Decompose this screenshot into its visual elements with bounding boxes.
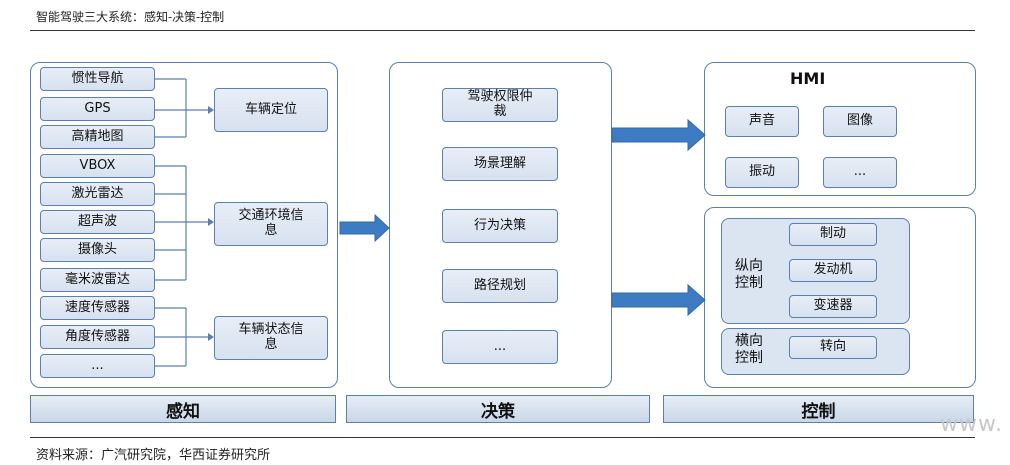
top-rule [30,30,975,31]
sensor-mmwave-radar: 毫米波雷达 [40,268,155,292]
sensor-speed: 速度传感器 [40,296,155,320]
decision-scene-understanding: 场景理解 [442,147,558,181]
decision-more: ... [442,330,558,364]
sensor-gps: GPS [40,97,155,121]
control-transmission: 变速器 [789,295,877,318]
label-control: 控制 [663,395,974,423]
label-perception: 感知 [30,395,336,423]
sensor-lidar: 激光雷达 [40,182,155,206]
output-vehicle-positioning: 车辆定位 [214,88,328,132]
sensor-angle: 角度传感器 [40,325,155,349]
lateral-control-label: 横向 控制 [735,333,763,366]
sensor-vbox: VBOX [40,154,155,178]
hmi-sound: 声音 [725,106,799,137]
sensor-more: ... [40,354,155,378]
bottom-rule [30,437,975,438]
control-engine: 发动机 [789,259,877,282]
figure-title: 智能驾驶三大系统：感知-决策-控制 [36,10,225,24]
hmi-image: 图像 [823,106,897,137]
sensor-camera: 摄像头 [40,238,155,262]
sensor-ultrasonic: 超声波 [40,210,155,234]
decision-behavior: 行为决策 [442,209,558,243]
decision-driving-authority: 驾驶权限仲 裁 [442,88,558,122]
hmi-title: HMI [790,69,826,88]
sensor-hd-map: 高精地图 [40,125,155,149]
watermark: www. [940,412,1003,437]
control-brake: 制动 [789,223,877,246]
longitudinal-control-label: 纵向 控制 [735,258,763,291]
output-vehicle-state: 车辆状态信 息 [214,316,328,360]
hmi-more: ... [823,157,897,188]
decision-path-planning: 路径规划 [442,269,558,303]
source-note: 资料来源：广汽研究院，华西证券研究所 [36,448,271,463]
output-traffic-environment: 交通环境信 息 [214,202,328,246]
sensor-inertial-nav: 惯性导航 [40,67,155,91]
control-steering: 转向 [789,336,877,359]
hmi-vibration: 振动 [725,157,799,188]
label-decision: 决策 [346,395,650,423]
